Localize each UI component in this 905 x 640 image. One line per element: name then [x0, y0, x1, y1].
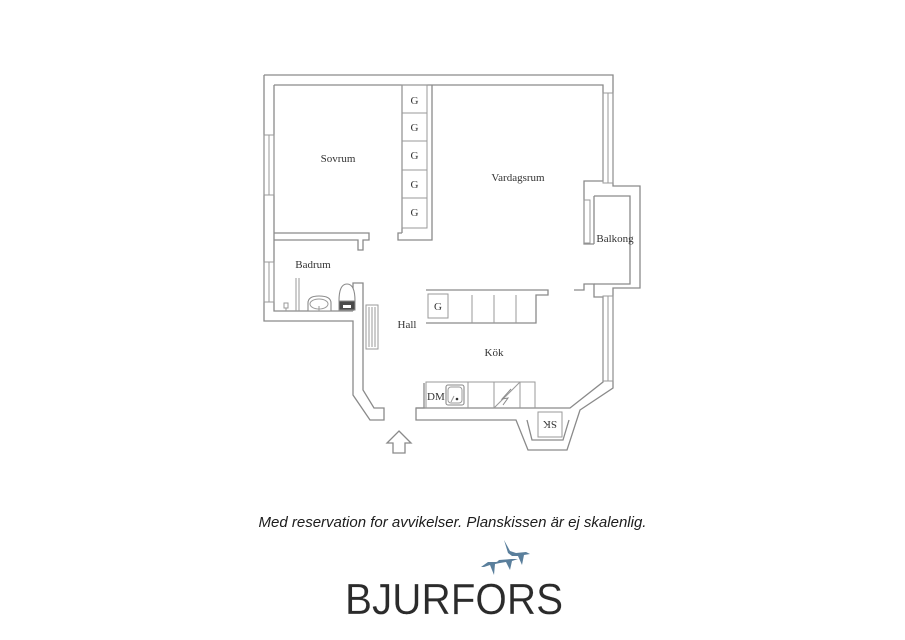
kitchen-upper-counter: G	[426, 289, 549, 324]
wardrobe-stack: G G G G G	[401, 84, 428, 229]
balcony-outline	[593, 195, 631, 285]
bathroom-fixtures	[283, 278, 356, 312]
entrance-arrow-icon	[385, 430, 413, 454]
wardrobe-label: G	[411, 179, 419, 191]
toilet-icon	[338, 283, 356, 311]
room-label-vardagsrum: Vardagsrum	[491, 172, 545, 184]
dishwasher-label: DM	[427, 391, 445, 403]
room-label-kok: Kök	[485, 347, 504, 359]
cabinet-label: SK	[543, 418, 557, 430]
shower-tap-icon	[283, 302, 289, 311]
interior-walls	[274, 85, 433, 321]
hall-radiator	[365, 304, 379, 350]
kitchen-sink-icon	[445, 384, 465, 406]
cabinet-sk: SK	[537, 411, 563, 438]
wardrobe-label: G	[411, 207, 419, 219]
room-label-hall: Hall	[398, 319, 417, 331]
sink-icon	[307, 295, 332, 312]
stove-icon	[493, 381, 521, 409]
room-label-sovrum: Sovrum	[321, 153, 356, 165]
windows	[263, 92, 614, 382]
room-label-balkong: Balkong	[596, 233, 634, 245]
kitchen-lower-counter: DM	[425, 381, 536, 409]
room-label-badrum: Badrum	[295, 259, 331, 271]
wardrobe-label: G	[411, 95, 419, 107]
kitchen-wardrobe-label: G	[434, 301, 442, 313]
birds-logo-icon	[481, 540, 530, 575]
wardrobe-label: G	[411, 122, 419, 134]
disclaimer-text: Med reservation for avvikelser. Planskis…	[258, 514, 647, 531]
brand-logo: BJURFORS	[345, 575, 564, 624]
wardrobe-label: G	[411, 150, 419, 162]
